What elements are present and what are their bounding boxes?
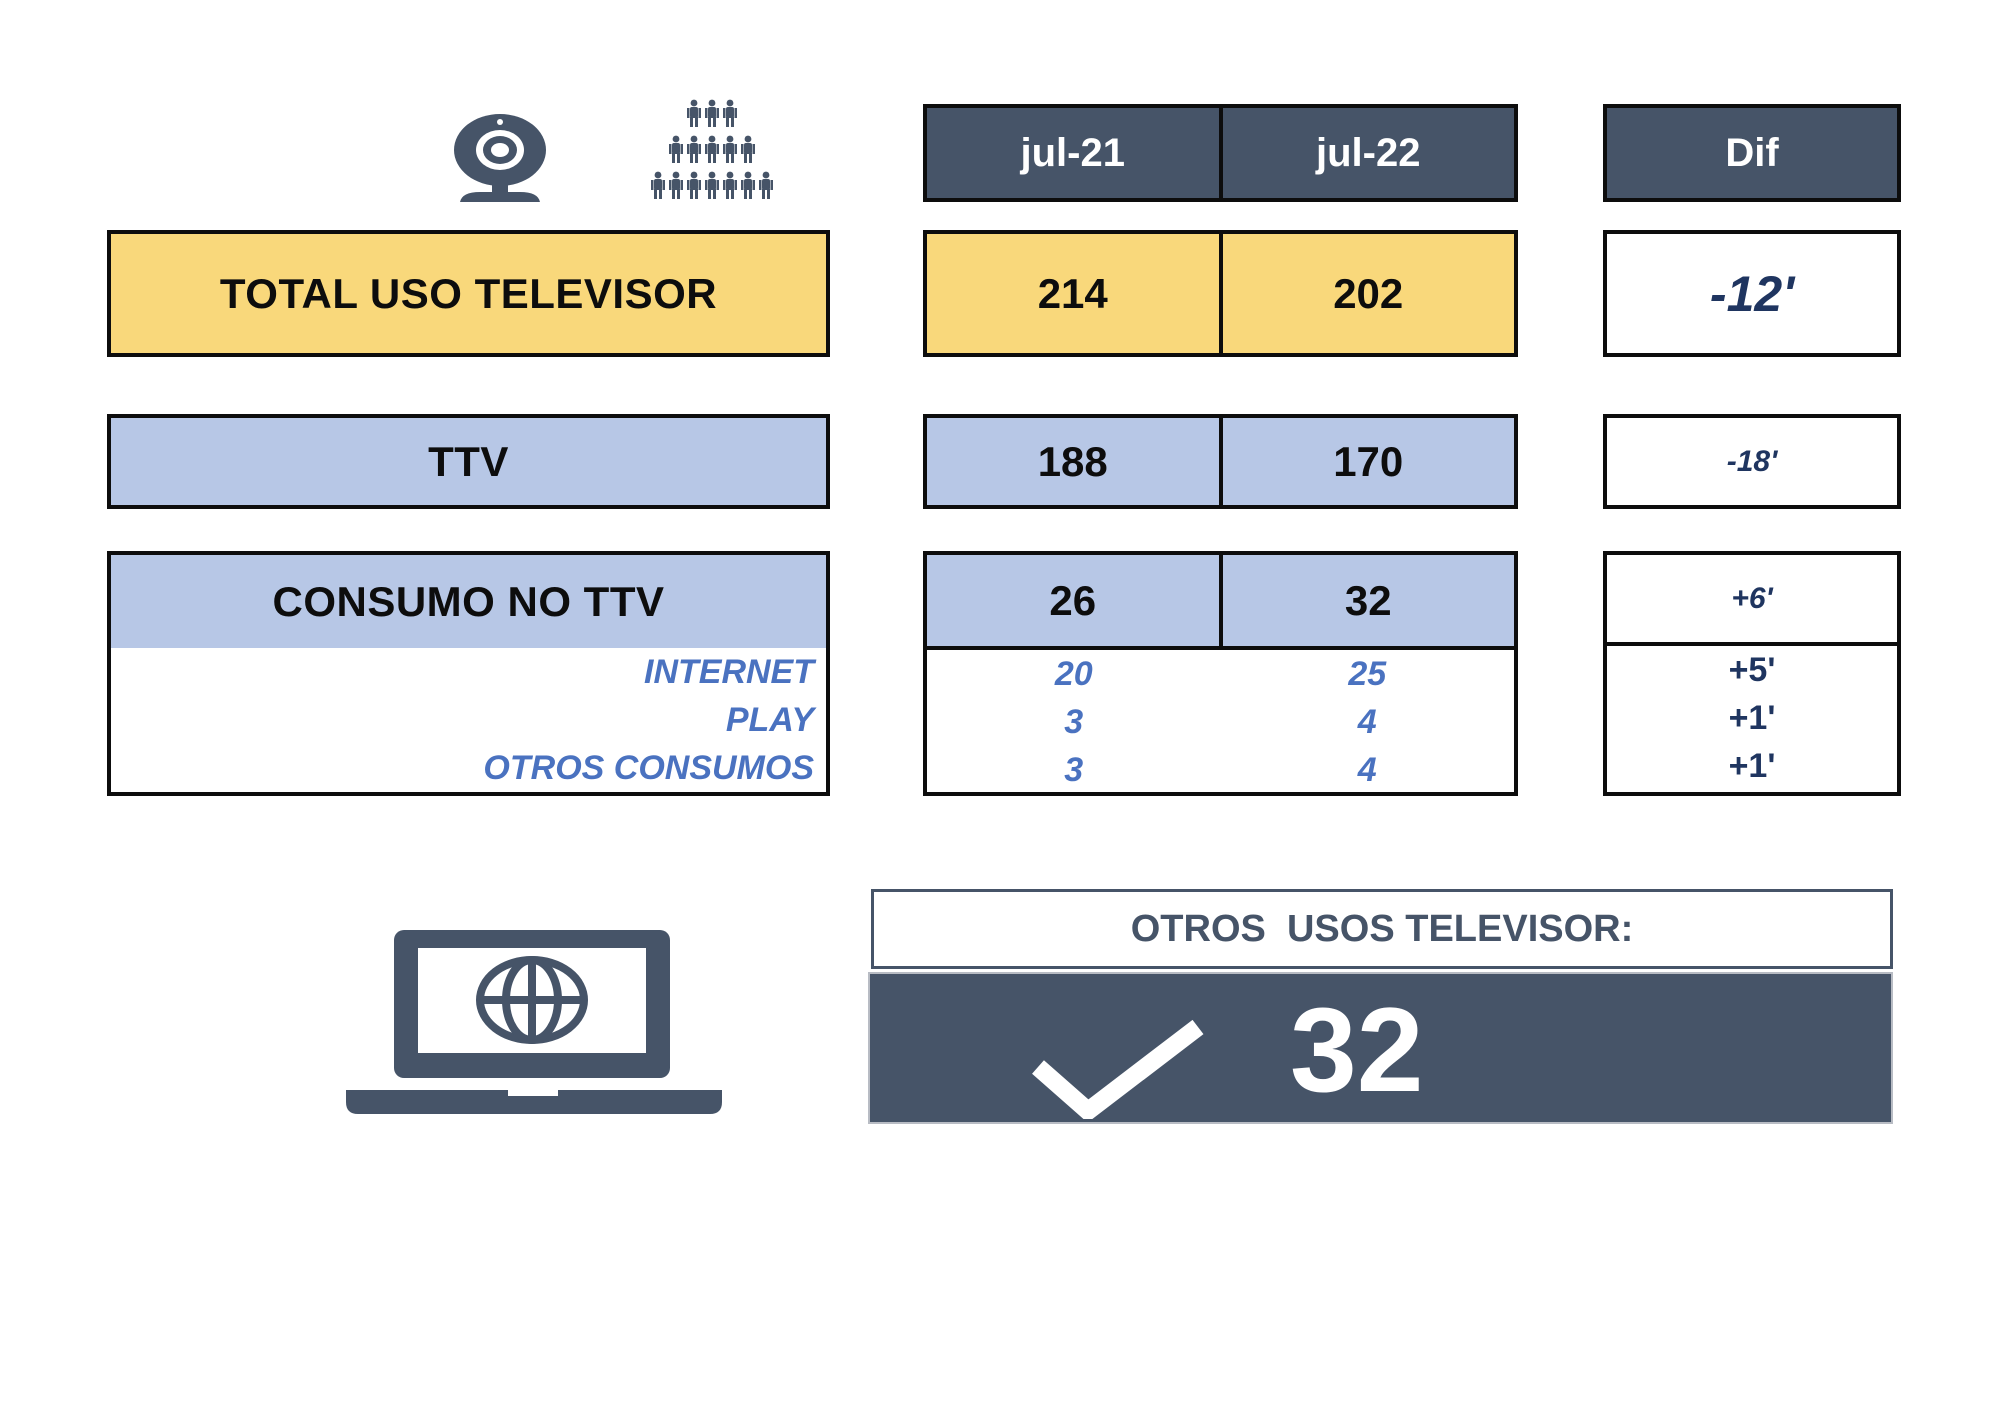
laptop-globe-icon — [346, 930, 722, 1114]
otros-consumos-jul21: 3 — [1064, 751, 1084, 789]
ttv-label: TTV — [107, 414, 830, 509]
internet-jul22: 25 — [1348, 655, 1387, 693]
otros-consumos-jul22: 4 — [1357, 751, 1377, 789]
ttv-values: 188 170 — [923, 414, 1518, 509]
header-jul22: jul-22 — [1218, 108, 1515, 198]
total-values: 214 202 — [923, 230, 1518, 357]
consumo-no-ttv-label: CONSUMO NO TTV — [111, 555, 826, 648]
consumo-dif: +6' +5' +1' +1' — [1603, 551, 1901, 796]
period-header: jul-21 jul-22 — [923, 104, 1518, 202]
ttv-jul21: 188 — [1037, 437, 1108, 485]
internet-jul21: 20 — [1054, 655, 1093, 693]
play-dif: +1' — [1728, 699, 1776, 737]
header-dif: Dif — [1603, 104, 1901, 202]
play-label: PLAY — [725, 701, 814, 739]
checkmark-icon — [1030, 1019, 1210, 1123]
otros-consumos-label: OTROS CONSUMOS — [483, 749, 814, 787]
consumo-values: 26 32 20 25 3 4 3 4 — [923, 551, 1518, 796]
internet-dif: +5' — [1728, 651, 1776, 689]
otros-usos-title: OTROS USOS TELEVISOR: — [1130, 907, 1634, 950]
total-dif: -12' — [1603, 230, 1901, 357]
header-jul21: jul-21 — [1020, 130, 1125, 175]
consumo-jul22: 32 — [1218, 555, 1515, 646]
consumo-jul21: 26 — [1049, 576, 1097, 624]
play-jul22: 4 — [1357, 703, 1377, 741]
otros-usos-title-box: OTROS USOS TELEVISOR: — [871, 889, 1893, 969]
otros-consumos-dif: +1' — [1728, 747, 1776, 785]
ttv-dif: -18' — [1603, 414, 1901, 509]
webcam-icon — [450, 112, 550, 207]
internet-label: INTERNET — [644, 653, 814, 691]
otros-usos-value-box: 32 — [868, 972, 1893, 1124]
otros-usos-value: 32 — [1290, 983, 1424, 1117]
people-crowd-icon — [648, 98, 778, 208]
ttv-jul22: 170 — [1218, 418, 1515, 505]
total-jul21: 214 — [1037, 269, 1108, 317]
consumo-dif-total: +6' — [1607, 555, 1897, 646]
consumo-no-ttv-label-box: CONSUMO NO TTV INTERNET PLAY OTROS CONSU… — [107, 551, 830, 796]
total-uso-televisor-label: TOTAL USO TELEVISOR — [107, 230, 830, 357]
total-jul22: 202 — [1218, 234, 1515, 353]
play-jul21: 3 — [1064, 703, 1084, 741]
